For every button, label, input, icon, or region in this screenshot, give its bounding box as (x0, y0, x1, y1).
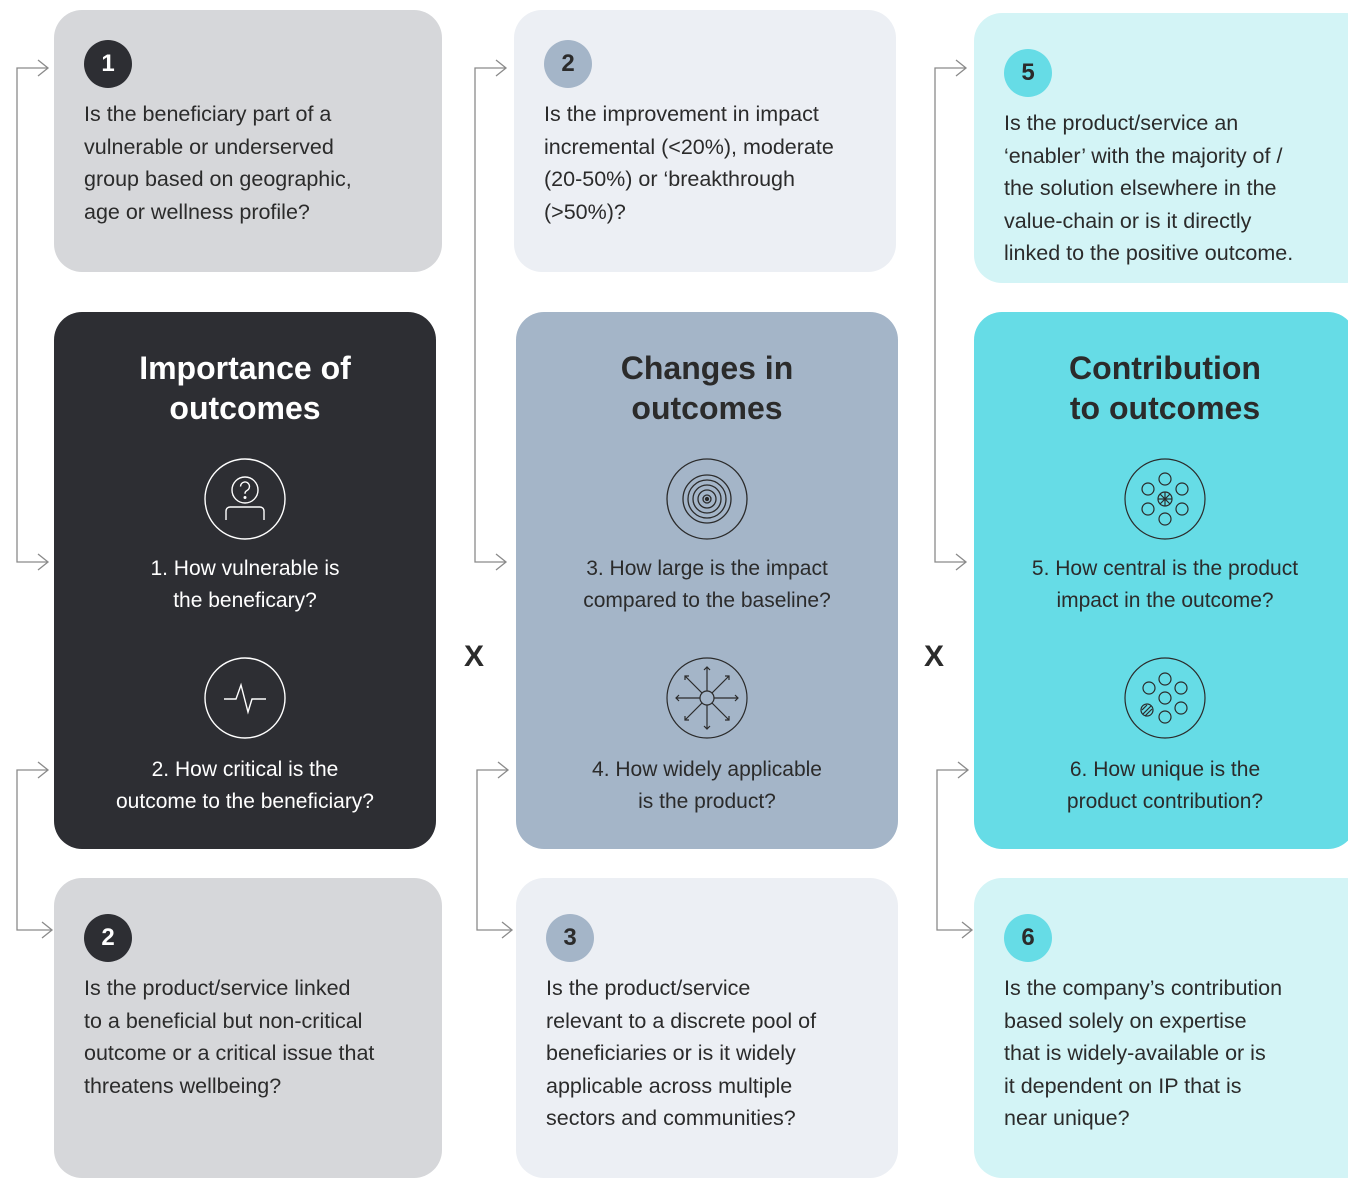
contribution-to-outcomes-card: Contribution to outcomes 5. How central … (974, 312, 1348, 849)
multiply-operator: X (924, 640, 945, 673)
question-number-badge: 6 (1004, 914, 1052, 962)
card-title: Importance of outcomes (139, 350, 351, 426)
question-text: Is the product/service relevant to a dis… (546, 976, 817, 1130)
question-text: Is the improvement in impact incremental… (544, 102, 834, 224)
sub-question-1: 1. How vulnerable is the beneficary? (150, 557, 340, 612)
card-title: Contribution to outcomes (1069, 350, 1261, 426)
question-text: Is the beneficiary part of a vulnerable … (84, 102, 352, 224)
importance-of-outcomes-card: Importance of outcomes 1. How vulnerable… (54, 312, 436, 849)
multiply-operator: X (464, 640, 485, 673)
connector-lines (16, 59, 974, 939)
question-text: Is the company’s contribution based sole… (1004, 976, 1283, 1130)
question-number-badge: 3 (546, 914, 594, 962)
concentric-circles-icon (666, 458, 748, 540)
pulse-icon (204, 657, 286, 739)
sub-question-3: 3. How large is the impact compared to t… (583, 557, 831, 612)
sub-question-6: 6. How unique is the product contributio… (1066, 758, 1264, 813)
circle-cluster-icon (1124, 657, 1206, 739)
card-title: Changes in outcomes (620, 350, 794, 426)
question-number-badge: 2 (544, 40, 592, 88)
question-card-5: 5 Is the product/service an ‘enabler’ wi… (974, 13, 1348, 283)
network-hub-icon (1124, 458, 1206, 540)
question-card-2-improvement: 2 Is the improvement in impact increment… (514, 10, 896, 272)
sub-question-5: 5. How central is the product impact in … (1031, 557, 1299, 612)
question-card-6: 6 Is the company’s contribution based so… (974, 878, 1348, 1178)
person-question-icon (204, 458, 286, 540)
question-text: Is the product/service linked to a benef… (84, 976, 375, 1098)
changes-in-outcomes-card: Changes in outcomes 3. How large is the … (516, 312, 898, 849)
question-card-2: 2 Is the product/service linked to a ben… (54, 878, 442, 1178)
question-text: Is the product/service an ‘enabler’ with… (1004, 111, 1294, 265)
question-card-3: 3 Is the product/service relevant to a d… (516, 878, 898, 1178)
radiating-arrows-icon (666, 657, 748, 739)
question-number-badge: 5 (1004, 49, 1052, 97)
question-card-1: 1 Is the beneficiary part of a vulnerabl… (54, 10, 442, 272)
sub-question-2: 2. How critical is the outcome to the be… (116, 758, 374, 813)
question-number-badge: 2 (84, 914, 132, 962)
sub-question-4: 4. How widely applicable is the product? (592, 758, 822, 813)
question-number-badge: 1 (84, 40, 132, 88)
